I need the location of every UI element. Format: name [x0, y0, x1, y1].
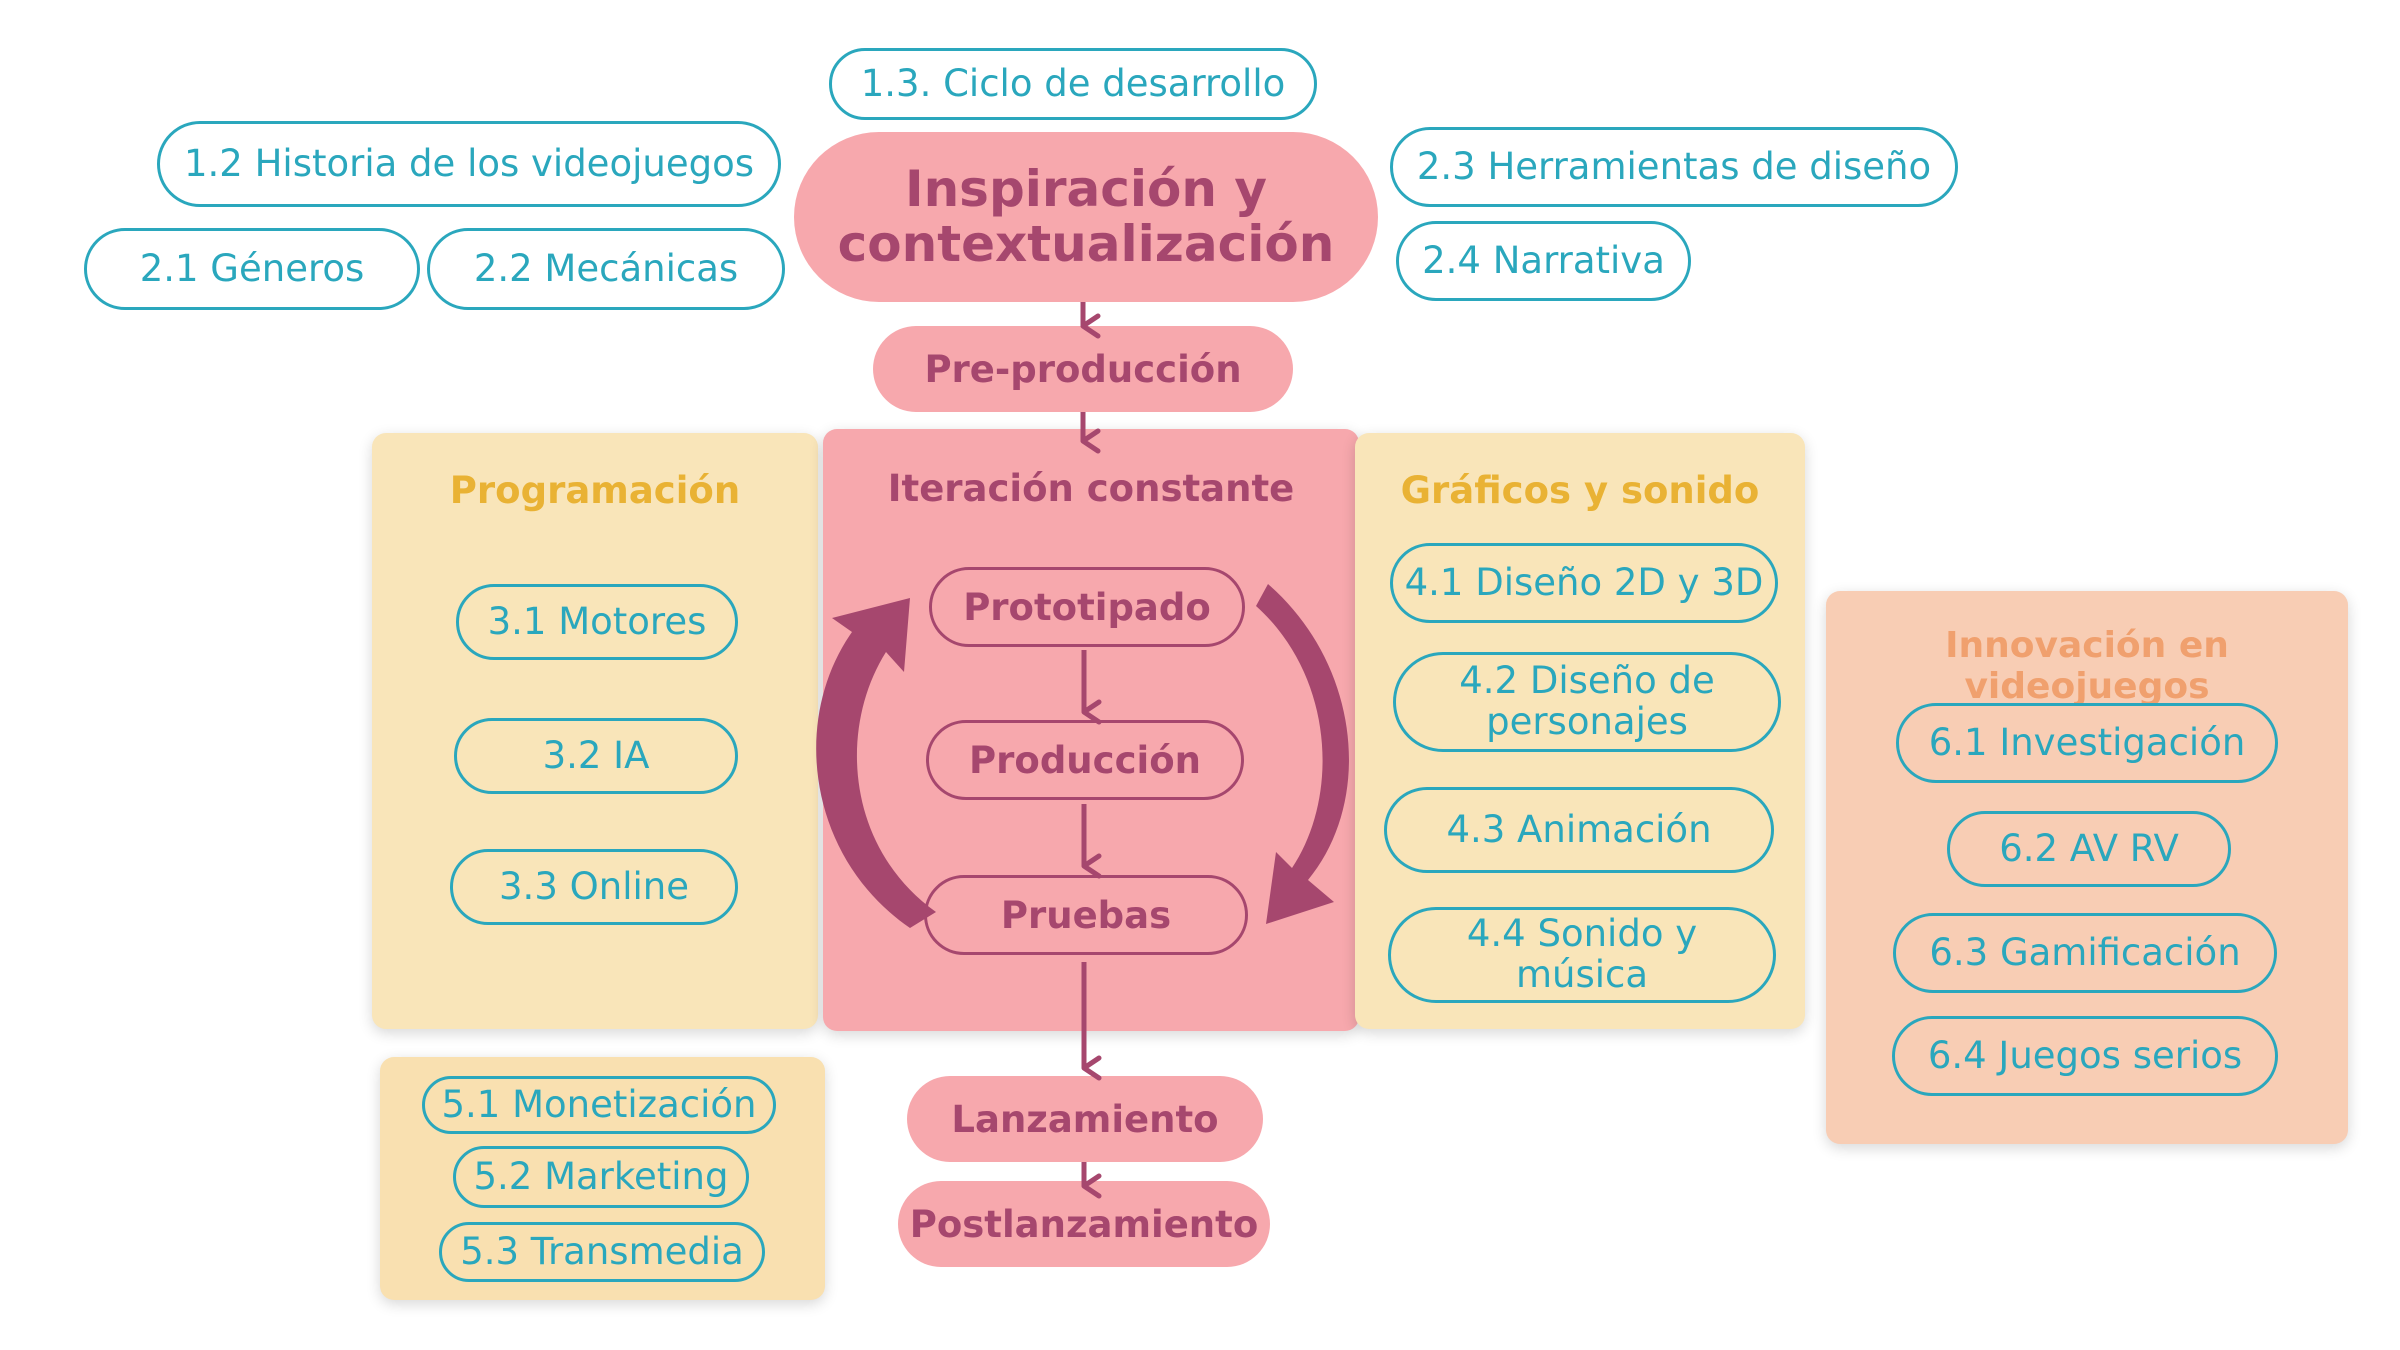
marketing-pill: 5.2 Marketing — [453, 1146, 749, 1208]
graficos-title: Gráficos y sonido — [1400, 469, 1760, 512]
motores-pill: 3.1 Motores — [456, 584, 738, 660]
online-pill: 3.3 Online — [450, 849, 738, 925]
ciclo-desarrollo-pill: 1.3. Ciclo de desarrollo — [829, 48, 1317, 120]
inspiracion-line1: Inspiración y — [904, 160, 1267, 218]
lanzamiento-node: Lanzamiento — [907, 1076, 1263, 1162]
transmedia-pill: 5.3 Transmedia — [439, 1222, 765, 1282]
sonido-musica-pill: 4.4 Sonido y música — [1388, 907, 1776, 1003]
av-rv-pill: 6.2 AV RV — [1947, 811, 2231, 887]
historia-videojuegos-pill: 1.2 Historia de los videojuegos — [157, 121, 781, 207]
mecanicas-pill: 2.2 Mecánicas — [427, 228, 785, 310]
diseno-2d-3d-pill: 4.1 Diseño 2D y 3D — [1390, 543, 1778, 623]
preproduccion-node: Pre-producción — [873, 326, 1293, 412]
generos-pill: 2.1 Géneros — [84, 228, 420, 310]
gamificacion-pill: 6.3 Gamificación — [1893, 913, 2277, 993]
juegos-serios-pill: 6.4 Juegos serios — [1892, 1016, 2278, 1096]
innovacion-title: Innovación en videojuegos — [1945, 625, 2229, 707]
postlanzamiento-node: Postlanzamiento — [898, 1181, 1270, 1267]
programacion-title: Programación — [449, 469, 741, 512]
inspiracion-contextualizacion-node: Inspiración y contextualización — [794, 132, 1378, 302]
inspiracion-line2: contextualización — [837, 215, 1335, 273]
produccion-node: Producción — [926, 720, 1244, 800]
pruebas-node: Pruebas — [924, 875, 1248, 955]
herramientas-diseno-pill: 2.3 Herramientas de diseño — [1390, 127, 1958, 207]
ia-pill: 3.2 IA — [454, 718, 738, 794]
animacion-pill: 4.3 Animación — [1384, 787, 1774, 873]
diseno-personajes-pill: 4.2 Diseño de personajes — [1393, 652, 1781, 752]
prototipado-node: Prototipado — [929, 567, 1245, 647]
investigacion-pill: 6.1 Investigación — [1896, 703, 2278, 783]
monetizacion-pill: 5.1 Monetización — [422, 1076, 776, 1134]
narrativa-pill: 2.4 Narrativa — [1396, 221, 1691, 301]
iteracion-title: Iteración constante — [887, 467, 1295, 510]
